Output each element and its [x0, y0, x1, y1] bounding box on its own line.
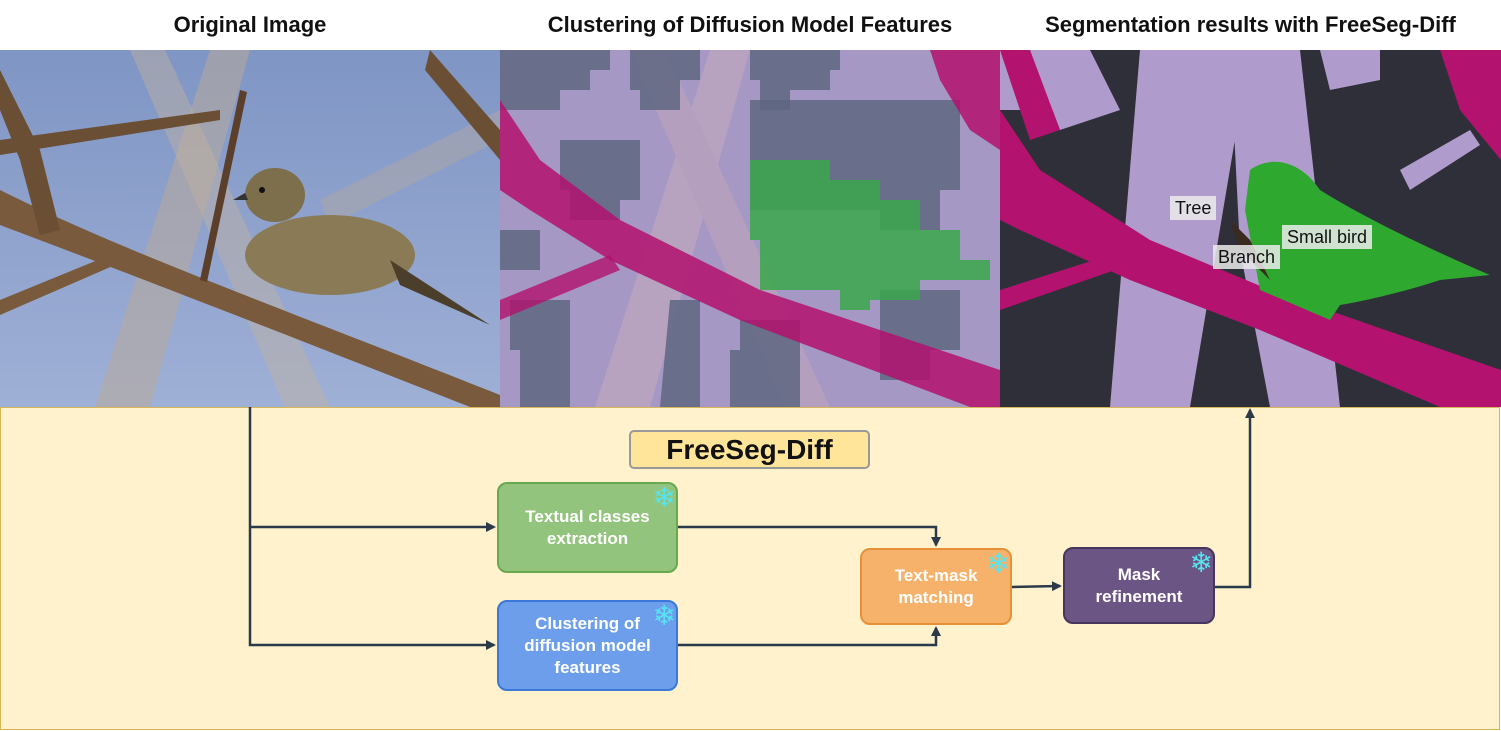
- clustering-image: [500, 50, 1000, 407]
- header-clustering: Clustering of Diffusion Model Features: [547, 12, 953, 37]
- textual-classes-extraction-box: Textual classes extraction ❄: [497, 482, 678, 573]
- header-segmentation: Segmentation results with FreeSeg-Diff: [1045, 12, 1456, 37]
- pipeline-title: FreeSeg-Diff: [629, 430, 870, 469]
- original-bird-image: [0, 50, 500, 407]
- label-branch: Branch: [1213, 245, 1281, 269]
- text-mask-matching-label: Text-mask matching: [894, 565, 978, 607]
- text-mask-matching-box: Text-mask matching ❄: [860, 548, 1012, 625]
- label-small-bird: Small bird: [1282, 225, 1373, 249]
- clustering-features-box: Clustering of diffusion model features ❄: [497, 600, 678, 691]
- textual-classes-label: Textual classes extraction: [525, 506, 650, 548]
- snowflake-icon: ❄: [986, 548, 1010, 579]
- label-tree: Tree: [1170, 196, 1217, 220]
- snowflake-icon: ❄: [1189, 547, 1213, 578]
- mask-refinement-label: Mask refinement: [1095, 564, 1183, 606]
- clustering-features-label: Clustering of diffusion model features: [524, 613, 651, 677]
- original-image-panel: [0, 50, 500, 407]
- snowflake-icon: ❄: [652, 482, 676, 513]
- segmentation-panel: Tree Branch Small bird: [1000, 50, 1501, 407]
- mask-refinement-box: Mask refinement ❄: [1063, 547, 1215, 624]
- segmentation-image: [1000, 50, 1501, 407]
- header-original-image: Original Image: [173, 12, 327, 37]
- snowflake-icon: ❄: [652, 600, 676, 631]
- clustering-panel: [500, 50, 1000, 407]
